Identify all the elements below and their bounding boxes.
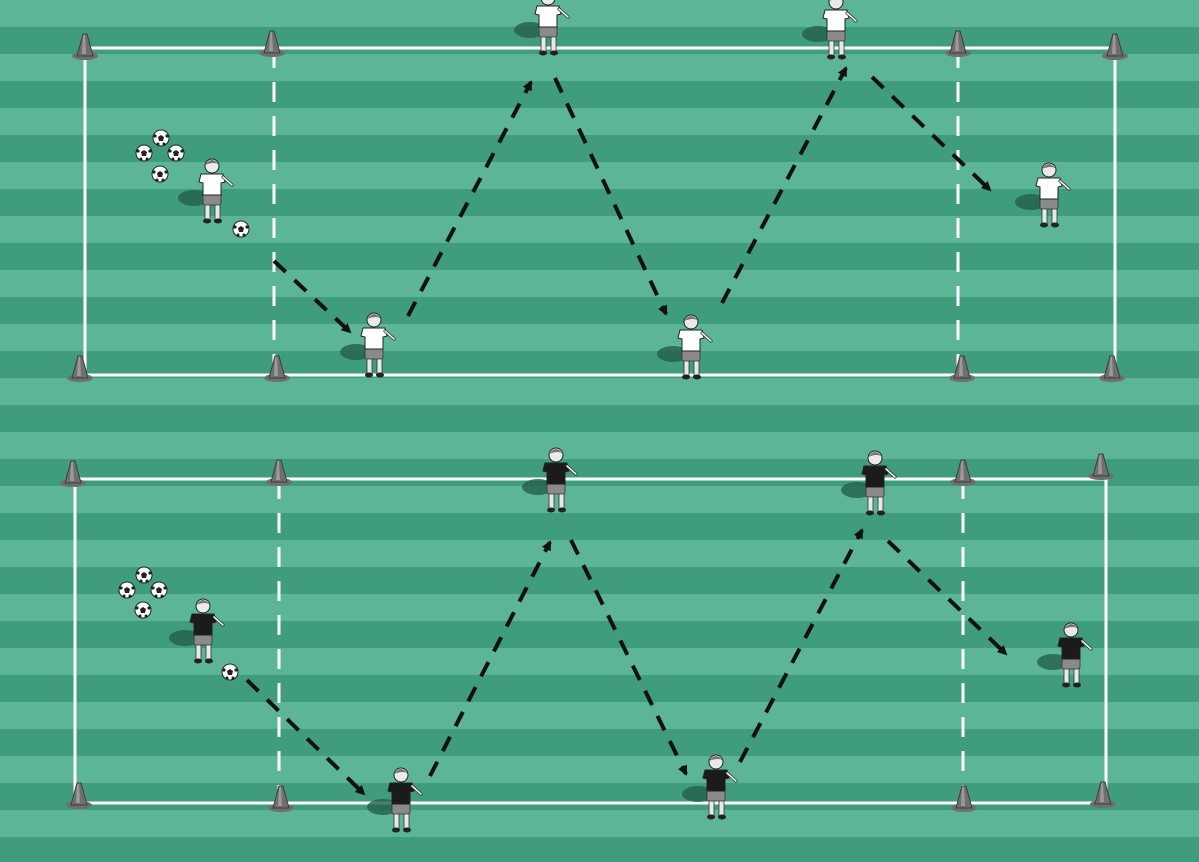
soccer-ball (136, 145, 152, 161)
grass-stripe (0, 783, 1199, 810)
grass-stripe (0, 567, 1199, 594)
soccer-ball (233, 221, 249, 237)
grass-stripe (0, 270, 1199, 297)
grass-stripe (0, 810, 1199, 837)
grass-stripe (0, 324, 1199, 351)
soccer-ball (153, 130, 169, 146)
soccer-ball (152, 166, 168, 182)
grass-stripe (0, 432, 1199, 459)
soccer-ball (222, 664, 238, 680)
soccer-ball (135, 602, 151, 618)
soccer-ball (168, 145, 184, 161)
soccer-ball (151, 582, 167, 598)
grass-stripe (0, 108, 1199, 135)
grass-stripe (0, 297, 1199, 324)
grass-stripe (0, 54, 1199, 81)
grass-stripe (0, 405, 1199, 432)
grass-stripe (0, 243, 1199, 270)
grass-stripe (0, 513, 1199, 540)
grass-stripe (0, 702, 1199, 729)
grass-stripe (0, 486, 1199, 513)
grass-stripe (0, 378, 1199, 405)
grass-stripe (0, 162, 1199, 189)
grass-stripe (0, 81, 1199, 108)
grass-stripe (0, 0, 1199, 27)
grass-stripe (0, 540, 1199, 567)
grass-stripe (0, 648, 1199, 675)
soccer-ball (136, 567, 152, 583)
soccer-ball (119, 582, 135, 598)
grass-stripe (0, 27, 1199, 54)
grass-stripe (0, 729, 1199, 756)
grass-stripe (0, 675, 1199, 702)
grass-stripe (0, 216, 1199, 243)
grass-stripe (0, 837, 1199, 862)
grass-stripe (0, 459, 1199, 486)
grass-stripe (0, 756, 1199, 783)
